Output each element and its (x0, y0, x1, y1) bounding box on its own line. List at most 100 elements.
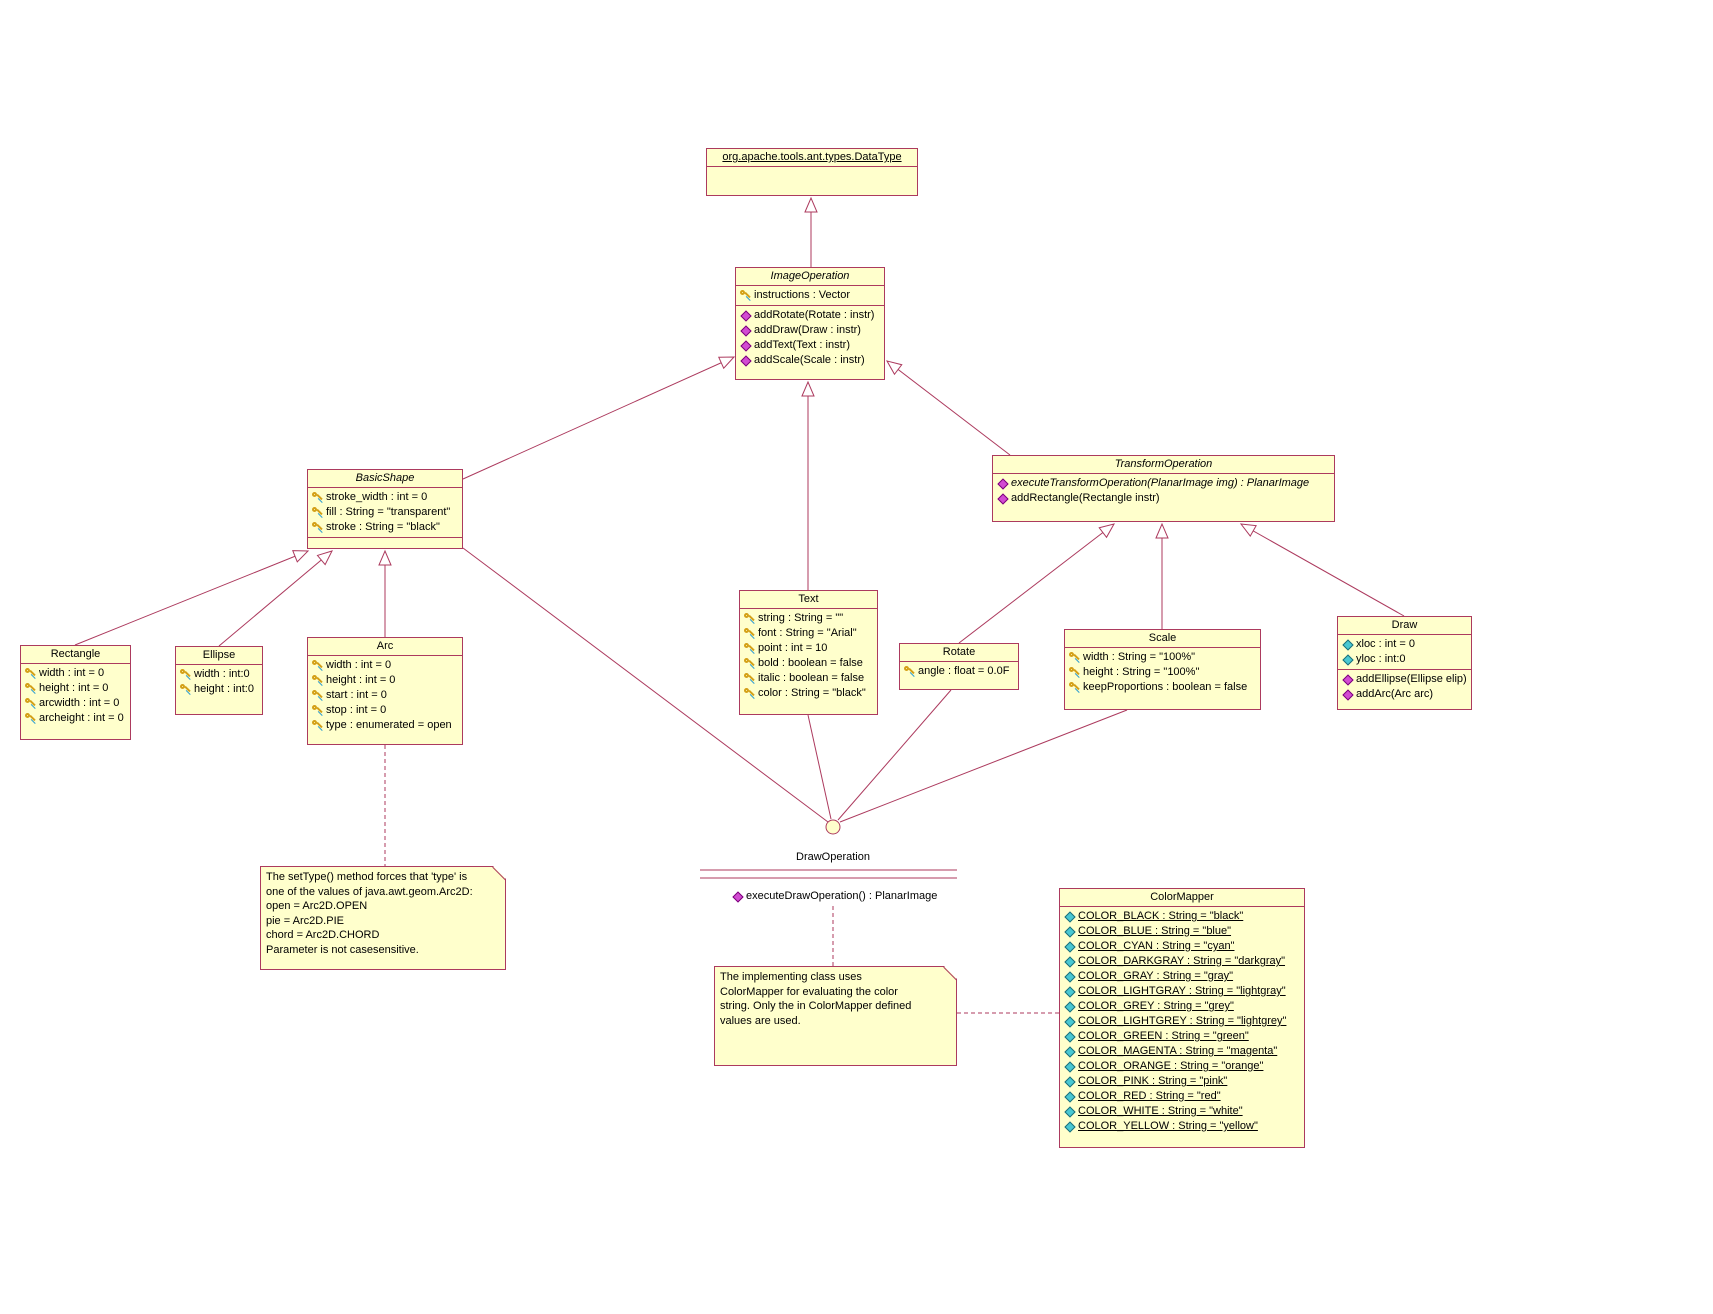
note-text: The setType() method forces that 'type' … (266, 871, 473, 956)
class-transformoperation[interactable]: TransformOperation executeTransformOpera… (992, 455, 1335, 522)
empty-compartment (707, 167, 917, 195)
class-ellipse[interactable]: Ellipse width : int:0 height : int:0 (175, 646, 263, 715)
note-arc-settype[interactable]: The setType() method forces that 'type' … (260, 866, 506, 970)
attribute-row: stop : int = 0 (308, 703, 462, 718)
attribute-row: width : int = 0 (21, 666, 130, 681)
attribute-icon (24, 712, 38, 725)
class-scale[interactable]: Scale width : String = "100%" height : S… (1064, 629, 1261, 710)
class-title: ImageOperation (736, 268, 884, 286)
method-row: executeTransformOperation(PlanarImage im… (993, 476, 1334, 491)
attribute-icon (743, 687, 757, 700)
methods-compartment: addRotate(Rotate : instr) addDraw(Draw :… (736, 305, 884, 379)
methods-compartment: executeTransformOperation(PlanarImage im… (993, 474, 1334, 521)
attribute-row: width : int = 0 (308, 658, 462, 673)
class-title: Arc (308, 638, 462, 656)
attribute-icon (24, 697, 38, 710)
class-draw[interactable]: Draw xloc : int = 0 yloc : int:0 addElli… (1337, 616, 1472, 710)
generalization-line (1239, 523, 1405, 617)
attribute-icon (903, 665, 917, 678)
attribute-icon (179, 683, 193, 696)
attribute-row: COLOR_DARKGRAY : String = "darkgray" (1060, 954, 1304, 969)
attribute-row: COLOR_GREY : String = "grey" (1060, 999, 1304, 1014)
attribute-row: point : int = 10 (740, 641, 877, 656)
attribute-row: COLOR_WHITE : String = "white" (1060, 1104, 1304, 1119)
generalization-links (74, 196, 1405, 647)
attribute-icon (1341, 638, 1355, 651)
attribute-icon (311, 521, 325, 534)
attribute-row: font : String = "Arial" (740, 626, 877, 641)
attribute-icon (179, 668, 193, 681)
attribute-row: width : int:0 (176, 667, 262, 682)
attribute-icon (1068, 651, 1082, 664)
attribute-row: COLOR_LIGHTGREY : String = "lightgrey" (1060, 1014, 1304, 1029)
class-text[interactable]: Text string : String = "" font : String … (739, 590, 878, 715)
generalization-line (885, 360, 1011, 456)
attribute-row: angle : float = 0.0F (900, 664, 1018, 679)
attribute-icon (1068, 666, 1082, 679)
generalization-line (462, 356, 736, 480)
attribute-row: yloc : int:0 (1338, 652, 1471, 667)
attribute-row: type : enumerated = open (308, 718, 462, 733)
attribute-row: COLOR_MAGENTA : String = "magenta" (1060, 1044, 1304, 1059)
static-attribute-icon (1063, 1000, 1077, 1013)
attribute-row: COLOR_PINK : String = "pink" (1060, 1074, 1304, 1089)
realization-line (837, 689, 952, 821)
attribute-row: COLOR_RED : String = "red" (1060, 1089, 1304, 1104)
attribute-row: COLOR_BLACK : String = "black" (1060, 909, 1304, 924)
attribute-row: COLOR_ORANGE : String = "orange" (1060, 1059, 1304, 1074)
attributes-compartment: instructions : Vector (736, 286, 884, 305)
class-title: TransformOperation (993, 456, 1334, 474)
class-colormapper[interactable]: ColorMapper COLOR_BLACK : String = "blac… (1059, 888, 1305, 1148)
attribute-row: bold : boolean = false (740, 656, 877, 671)
attributes-compartment: width : int = 0 height : int = 0 start :… (308, 656, 462, 744)
interface-circle-icon (825, 819, 841, 835)
attributes-compartment: stroke_width : int = 0 fill : String = "… (308, 488, 462, 537)
method-row: addRotate(Rotate : instr) (736, 308, 884, 323)
method-icon (996, 477, 1010, 490)
class-rotate[interactable]: Rotate angle : float = 0.0F (899, 643, 1019, 690)
attribute-icon (743, 627, 757, 640)
attribute-icon (24, 667, 38, 680)
attribute-row: archeight : int = 0 (21, 711, 130, 726)
class-title: Ellipse (176, 647, 262, 665)
static-attribute-icon (1063, 1075, 1077, 1088)
method-row: addArc(Arc arc) (1338, 687, 1471, 702)
note-text: The implementing class uses ColorMapper … (720, 971, 912, 1027)
attribute-icon (743, 642, 757, 655)
attribute-row: COLOR_BLUE : String = "blue" (1060, 924, 1304, 939)
attribute-row: COLOR_CYAN : String = "cyan" (1060, 939, 1304, 954)
attribute-row: COLOR_GRAY : String = "gray" (1060, 969, 1304, 984)
method-row: addScale(Scale : instr) (736, 353, 884, 368)
generalization-line (74, 550, 310, 646)
static-attribute-icon (1063, 1015, 1077, 1028)
attribute-icon (1341, 653, 1355, 666)
attribute-row: height : int = 0 (21, 681, 130, 696)
attribute-row: height : int = 0 (308, 673, 462, 688)
realization-line (839, 709, 1128, 823)
attributes-compartment: string : String = "" font : String = "Ar… (740, 609, 877, 714)
class-rectangle[interactable]: Rectangle width : int = 0 height : int =… (20, 645, 131, 740)
attribute-row: COLOR_LIGHTGRAY : String = "lightgray" (1060, 984, 1304, 999)
class-arc[interactable]: Arc width : int = 0 height : int = 0 sta… (307, 637, 463, 745)
class-title: Rotate (900, 644, 1018, 662)
class-imageoperation[interactable]: ImageOperation instructions : Vector add… (735, 267, 885, 380)
attribute-icon (739, 289, 753, 302)
methods-compartment: addEllipse(Ellipse elip) addArc(Arc arc) (1338, 669, 1471, 709)
method-icon (731, 890, 745, 903)
static-attribute-icon (1063, 985, 1077, 998)
method-icon (1341, 688, 1355, 701)
attribute-icon (311, 659, 325, 672)
attribute-row: color : String = "black" (740, 686, 877, 701)
class-title: Rectangle (21, 646, 130, 664)
class-basicshape[interactable]: BasicShape stroke_width : int = 0 fill :… (307, 469, 463, 549)
attribute-row: keepProportions : boolean = false (1065, 680, 1260, 695)
interface-method-row: executeDrawOperation() : PlanarImage (728, 889, 940, 904)
method-row: addText(Text : instr) (736, 338, 884, 353)
static-attribute-icon (1063, 1030, 1077, 1043)
attribute-row: arcwidth : int = 0 (21, 696, 130, 711)
realization-line (462, 547, 829, 823)
realization-line (807, 714, 832, 820)
class-datatype[interactable]: org.apache.tools.ant.types.DataType (706, 148, 918, 196)
note-colormapper-usage[interactable]: The implementing class uses ColorMapper … (714, 966, 957, 1066)
